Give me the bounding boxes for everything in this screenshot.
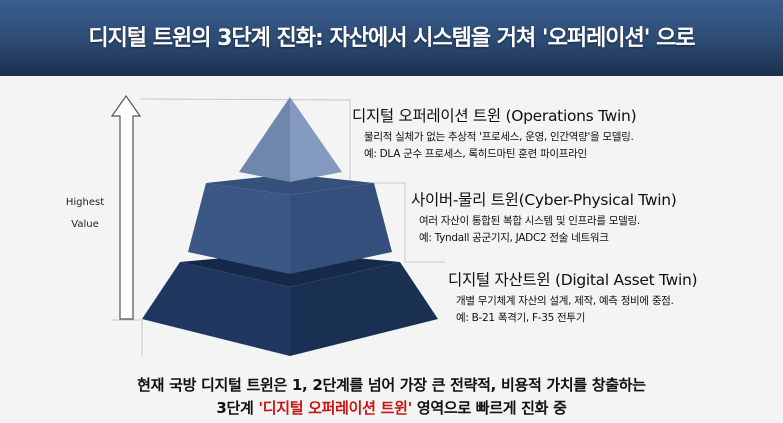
axis-label-line1: Highest xyxy=(65,197,105,208)
summary-highlight: '디지털 오퍼레이션 트윈' xyxy=(258,399,412,417)
tier-title: 디지털 오퍼레이션 트윈 (Operations Twin) xyxy=(352,107,637,125)
tier-example: 예: Tyndall 공군기지, JADC2 전술 네트워크 xyxy=(419,232,609,244)
summary-line2: 3단계 '디지털 오퍼레이션 트윈' 영역으로 빠르게 진화 중 xyxy=(0,397,783,420)
tier-title: 디지털 자산트윈 (Digital Asset Twin) xyxy=(448,271,698,289)
tier-title: 사이버-물리 트윈(Cyber-Physical Twin) xyxy=(411,191,677,209)
tier-desc: 개별 무기체계 자산의 설계, 제작, 예측 정비에 중점. xyxy=(456,295,674,307)
summary-line1: 현재 국방 디지털 트윈은 1, 2단계를 넘어 가장 큰 전략적, 비용적 가… xyxy=(137,376,646,394)
tier-desc: 여러 자산이 통합된 복합 시스템 및 인프라를 모델링. xyxy=(419,215,640,227)
pyramid-tier-operations xyxy=(239,97,342,182)
page-title: 디지털 트윈의 3단계 진화: 자산에서 시스템을 거쳐 '오퍼레이션' 으로 xyxy=(88,26,695,51)
title-bar: 디지털 트윈의 3단계 진화: 자산에서 시스템을 거쳐 '오퍼레이션' 으로 xyxy=(0,0,783,76)
summary-line2-prefix: 3단계 xyxy=(216,399,259,417)
tier-example: 예: B-21 폭격기, F-35 전투기 xyxy=(456,312,586,324)
tier-label-operations: 디지털 오퍼레이션 트윈 (Operations Twin) 물리적 실체가 없… xyxy=(352,104,637,163)
summary-text: 현재 국방 디지털 트윈은 1, 2단계를 넘어 가장 큰 전략적, 비용적 가… xyxy=(0,374,783,420)
tier-example: 예: DLA 군수 프로세스, 록히드마틴 훈련 파이프라인 xyxy=(364,148,587,160)
tier-desc: 물리적 실체가 없는 추상적 '프로세스, 운영, 인간역량'을 모델링. xyxy=(364,131,634,143)
summary-line2-suffix: 영역으로 빠르게 진화 중 xyxy=(411,399,567,417)
connector-lines xyxy=(112,98,445,356)
axis-label: Highest Value xyxy=(58,192,112,236)
axis-label-line2: Value xyxy=(71,219,99,230)
tier-label-digital-asset: 디지털 자산트윈 (Digital Asset Twin) 개별 무기체계 자산… xyxy=(448,268,698,327)
up-arrow-icon xyxy=(110,94,142,320)
tier-label-cyber-physical: 사이버-물리 트윈(Cyber-Physical Twin) 여러 자산이 통합… xyxy=(411,188,677,247)
pyramid-tier-cyber-physical xyxy=(188,174,392,274)
